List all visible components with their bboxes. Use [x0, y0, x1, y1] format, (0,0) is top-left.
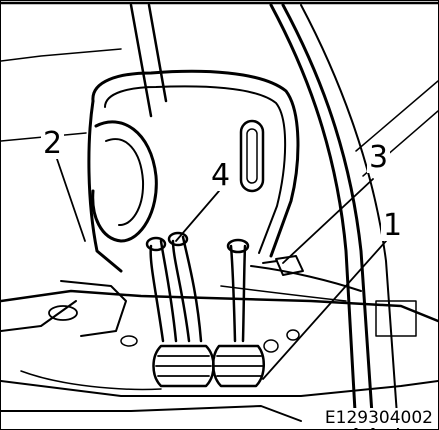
- right-pillar: [269, 3, 438, 429]
- callout-3: 3: [367, 140, 391, 175]
- callout-2: 2: [41, 126, 65, 161]
- leader-lines: [56, 158, 387, 380]
- control-console: [1, 265, 438, 422]
- seat-backrest: [87, 69, 300, 273]
- bracket: [262, 255, 304, 276]
- figure-id: E129304002: [321, 408, 436, 428]
- callout-4: 4: [209, 158, 233, 193]
- dual-control-levers: [145, 231, 215, 388]
- callout-1: 1: [381, 208, 405, 243]
- joystick: [212, 238, 265, 388]
